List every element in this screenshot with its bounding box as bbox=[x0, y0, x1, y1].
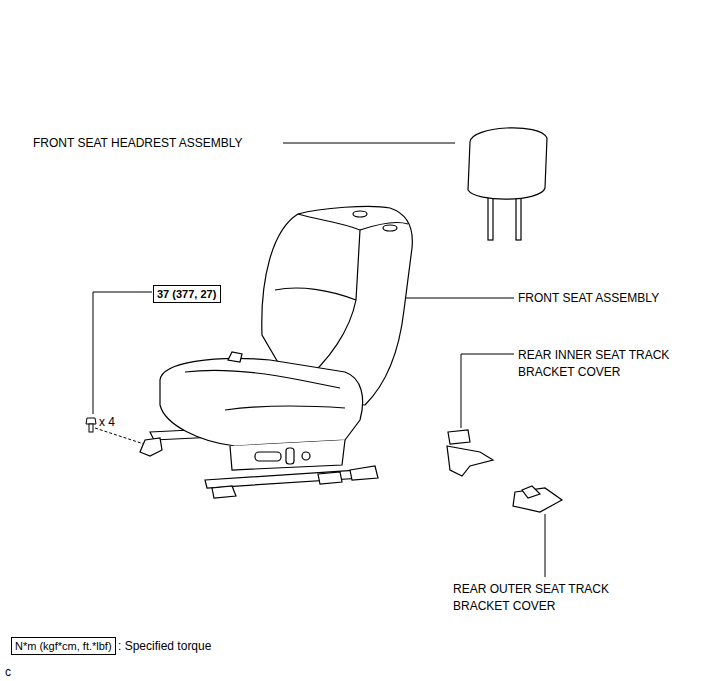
torque-box: 37 (377, 27) bbox=[153, 285, 221, 303]
bolt-symbol bbox=[86, 418, 96, 432]
torque-value: N*m (kgf*cm, ft.*lbf) bbox=[15, 640, 112, 652]
part-label: REAR INNER SEAT TRACK BRACKET COVER bbox=[518, 347, 693, 381]
torque-box: N*m (kgf*cm, ft.*lbf) bbox=[11, 637, 116, 655]
dashed-line bbox=[95, 428, 150, 446]
leader-line bbox=[405, 298, 514, 299]
part-label: : Specified torque bbox=[118, 638, 211, 655]
part-label: c bbox=[5, 664, 11, 681]
part-label: x 4 bbox=[99, 414, 115, 431]
torque-value: 37 (377, 27) bbox=[157, 288, 216, 300]
leader-line bbox=[545, 514, 546, 577]
seat-figure bbox=[140, 206, 412, 498]
part-label: FRONT SEAT HEADREST ASSEMBLY bbox=[33, 135, 243, 152]
leader-line bbox=[283, 143, 455, 144]
leader-line bbox=[461, 354, 514, 428]
leader-line bbox=[93, 292, 152, 414]
part-label: FRONT SEAT ASSEMBLY bbox=[518, 290, 659, 307]
bracket-cover-figure bbox=[447, 430, 562, 512]
part-label: REAR OUTER SEAT TRACK BRACKET COVER bbox=[453, 581, 628, 615]
headrest-figure bbox=[468, 128, 547, 240]
